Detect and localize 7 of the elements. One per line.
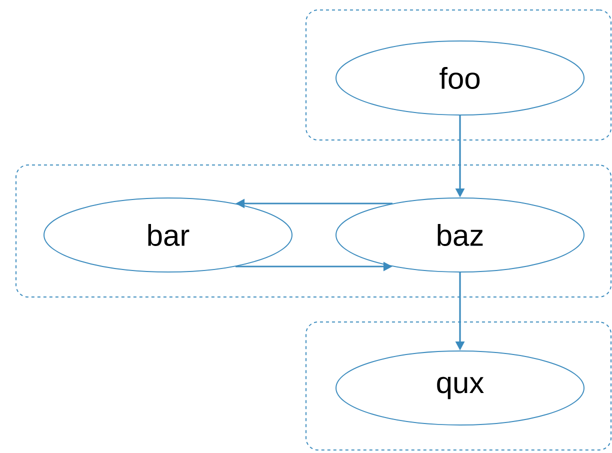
group-box	[16, 164, 612, 298]
ellipse-node: qux	[336, 350, 584, 426]
group-box	[306, 10, 612, 140]
group-box	[306, 322, 612, 450]
ellipse-node: bar	[44, 198, 292, 272]
ellipse-node: baz	[336, 198, 584, 272]
ellipse-node: foo	[336, 40, 584, 116]
